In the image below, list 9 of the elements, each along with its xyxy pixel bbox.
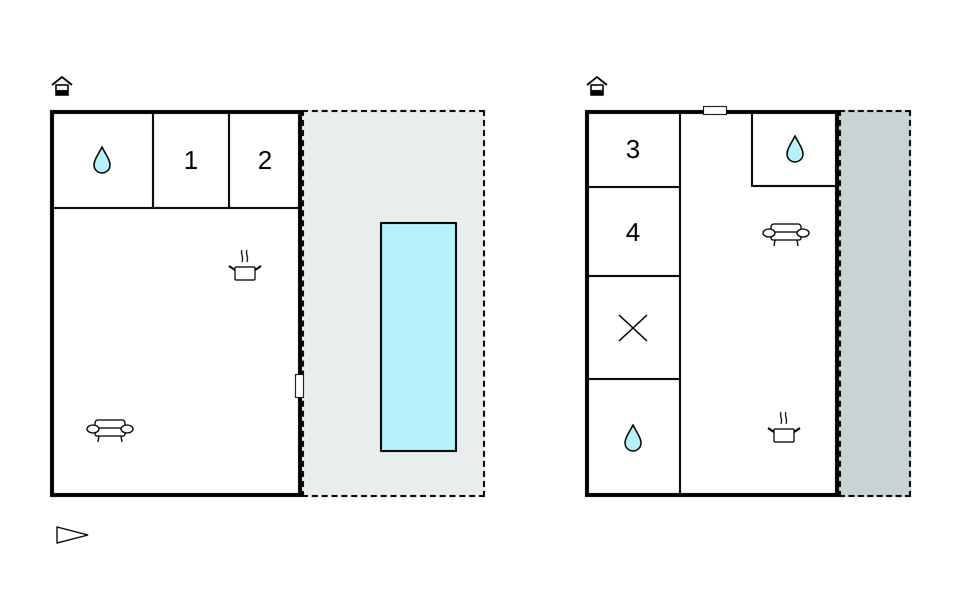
building-outline [50,110,302,497]
room-number: 4 [626,218,640,244]
terrace [302,110,485,497]
building-outline [585,110,839,497]
room-number: 3 [626,136,640,162]
room-number: 2 [258,146,272,172]
room-number: 1 [184,146,198,172]
terrace [839,110,911,497]
pool [380,222,457,452]
